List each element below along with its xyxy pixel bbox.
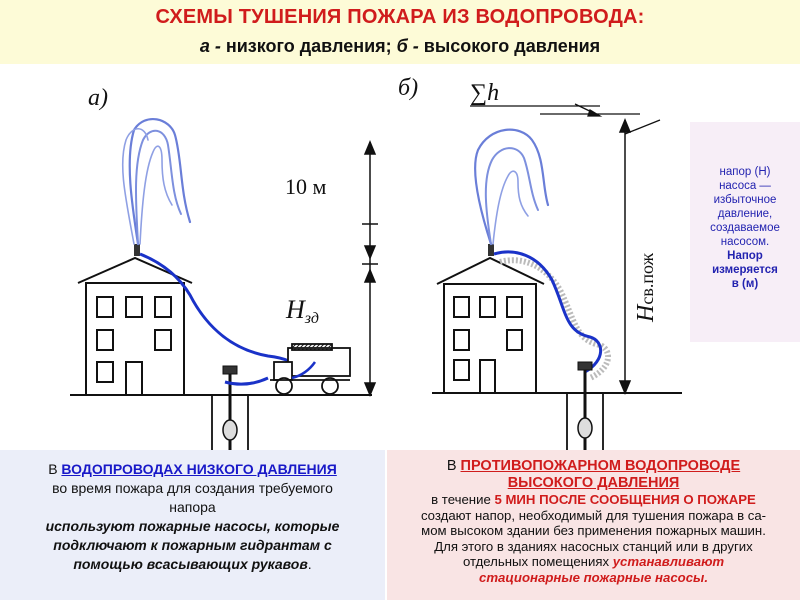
hose-b-shadow (499, 257, 611, 381)
fire-height-main: H (633, 303, 659, 323)
note-line-6: насосом. (720, 236, 770, 248)
scheme-b: б) (398, 75, 682, 450)
house-b (436, 256, 545, 394)
left-prefix: В (48, 461, 62, 477)
note-line-5: создаваемое (710, 222, 780, 234)
note-line-1: напор (Н) (719, 166, 771, 178)
nozzle-b (488, 244, 494, 256)
right-line-7-red: устанавливают (612, 554, 725, 569)
fire-truck (270, 343, 351, 395)
page-title: СХЕМЫ ТУШЕНИЯ ПОЖАРА ИЗ ВОДОПРОВОДА: (155, 6, 645, 28)
hydrant-well-b (566, 361, 604, 450)
left-line-6: помощью всасывающих рукавов (73, 556, 308, 572)
subtitle-b-label: б - (396, 36, 419, 56)
subtitle-separator: ; (385, 36, 397, 56)
note-line-2: насоса — (719, 180, 771, 192)
pump-head-note: напор (Н) насоса — избыточное давление, … (690, 122, 800, 342)
right-line-5: мом высоком здании без применения пожарн… (421, 523, 766, 538)
height-10m-label: 10 м (285, 174, 327, 199)
building-height-sub: зд (304, 310, 319, 327)
fire-extinguishing-diagram: а) (70, 75, 682, 450)
note-line-9: в (м) (731, 278, 759, 290)
left-line-5: подключают к пожарным гидрантам с (53, 537, 332, 553)
low-pressure-heading: ВОДОПРОВОДАХ НИЗКОГО ДАВЛЕНИЯ (61, 461, 337, 477)
dimension-b (618, 118, 632, 395)
left-line-2: во время пожара для создания требуемого (52, 480, 333, 496)
hydrant-well-a (211, 365, 269, 450)
high-pressure-heading-1: ПРОТИВОПОЖАРНОМ ВОДОПРОВОДЕ (460, 458, 741, 474)
left-line-3: напора (169, 499, 216, 515)
right-line-3-pre: в течение (431, 492, 495, 507)
subtitle-b-text: высокого давления (418, 36, 601, 56)
sum-h-leaders (470, 103, 661, 135)
hose-b (493, 250, 603, 374)
hose-a (139, 252, 304, 373)
scheme-a: а) (70, 85, 378, 450)
subtitle-a-label: а - (199, 36, 221, 56)
fire-height-label: Hсв.пож (633, 252, 659, 323)
dimension-a (362, 140, 378, 397)
water-plume-b (474, 128, 550, 246)
low-pressure-panel: В ВОДОПРОВОДАХ НИЗКОГО ДАВЛЕНИЯ во время… (0, 450, 385, 600)
note-line-8: измеряется (712, 264, 778, 276)
right-line-4: создают напор, необходимый для тушения п… (420, 507, 767, 523)
label-a: а) (88, 85, 108, 111)
subtitle-a-text: низкого давления (220, 36, 386, 56)
house-a (77, 256, 193, 396)
right-prefix: В (446, 458, 461, 474)
nozzle-a (134, 244, 140, 256)
fire-height-sub: св.пож (637, 252, 657, 304)
right-line-7-pre: отдельных помещениях (462, 554, 613, 569)
note-line-4: давление, (717, 208, 773, 220)
left-line-4: используют пожарные насосы, которые (45, 518, 340, 534)
right-line-8-red: стационарные пожарные насосы. (479, 569, 708, 585)
sum-h-label: ∑h (470, 80, 499, 106)
building-height-main: H (285, 295, 306, 324)
building-height-label: Hзд (285, 295, 319, 327)
header-banner: СХЕМЫ ТУШЕНИЯ ПОЖАРА ИЗ ВОДОПРОВОДА: а -… (0, 0, 800, 64)
water-plume-a (121, 117, 192, 246)
note-line-3: избыточное (713, 194, 777, 206)
label-b: б) (398, 75, 418, 101)
note-line-7: Напор (727, 250, 763, 262)
page-subtitle: а - низкого давления; б - высокого давле… (0, 36, 800, 57)
left-period: . (307, 556, 312, 572)
high-pressure-heading-2: ВЫСОКОГО ДАВЛЕНИЯ (507, 475, 680, 491)
high-pressure-panel: В ПРОТИВОПОЖАРНОМ ВОДОПРОВОДЕ ВЫСОКОГО Д… (387, 450, 800, 600)
right-line-6: Для этого в зданиях насосных станций или… (434, 538, 753, 554)
right-line-3-red: 5 МИН ПОСЛЕ СООБЩЕНИЯ О ПОЖАРЕ (494, 492, 756, 507)
